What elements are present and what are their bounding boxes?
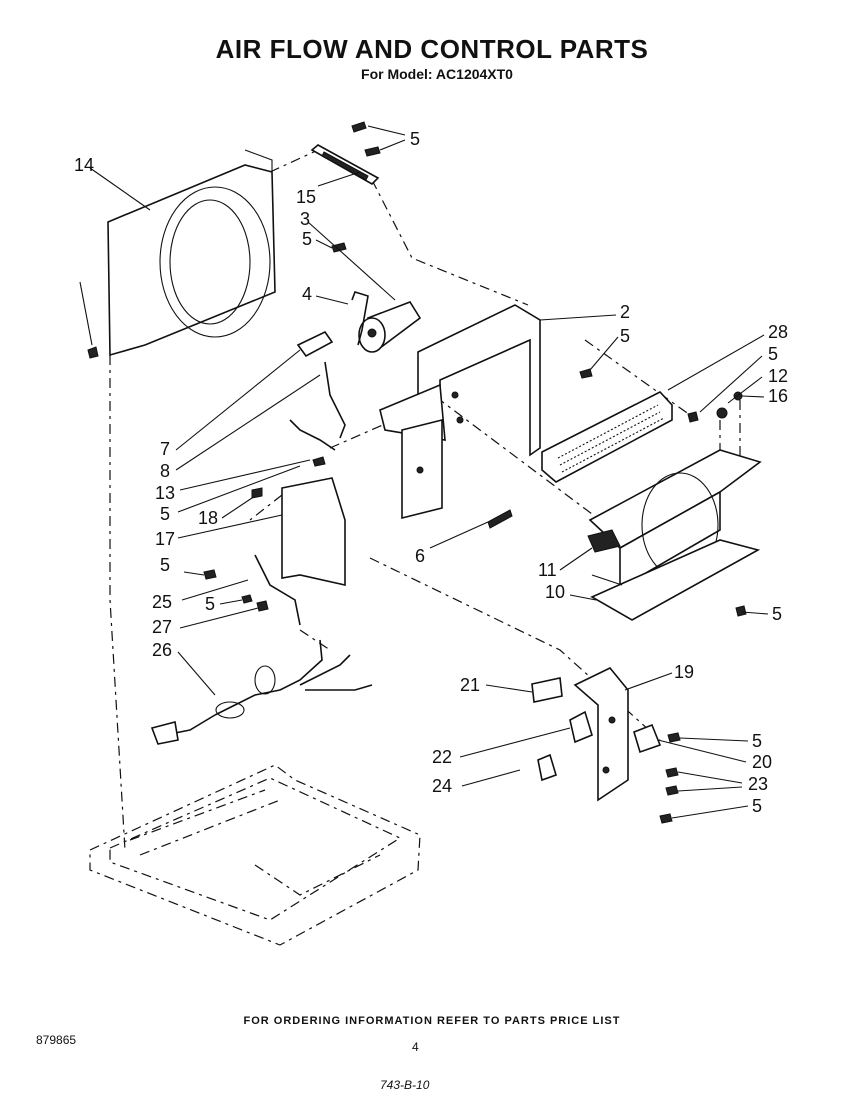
callout-label: 5: [752, 796, 762, 816]
handwritten-note: 743-B-10: [380, 1078, 430, 1092]
small-control-parts: [251, 330, 346, 499]
callout-label: 2: [620, 302, 630, 322]
callout-label: 8: [160, 461, 170, 481]
callout-label: 26: [152, 640, 172, 660]
callout-label: 18: [198, 508, 218, 528]
callout-label: 27: [152, 617, 172, 637]
callout-label: 24: [432, 776, 452, 796]
callout-label: 5: [772, 604, 782, 624]
callout-label: 20: [752, 752, 772, 772]
callout-label: 22: [432, 747, 452, 767]
orifice-part: [587, 449, 762, 621]
model-subtitle: For Model: AC1204XT0: [361, 66, 513, 82]
callout-label: 13: [155, 483, 175, 503]
page-number: 4: [412, 1040, 419, 1054]
callout-label: 5: [752, 731, 762, 751]
callout-label: 5: [302, 229, 312, 249]
capacitor-part: [358, 301, 422, 353]
callout-label: 5: [768, 344, 778, 364]
callout-label: 11: [538, 560, 557, 580]
callout-label: 5: [620, 326, 630, 346]
callout-label: 16: [768, 386, 788, 406]
control-panel-part: [531, 667, 662, 802]
callout-label: 23: [748, 774, 768, 794]
callout-label: 14: [74, 155, 94, 175]
capacitor-strap-part: [351, 291, 369, 346]
callout-label: 5: [160, 555, 170, 575]
callout-label: 3: [300, 209, 310, 229]
control-box-part: [379, 304, 541, 520]
callout-label: 5: [160, 504, 170, 524]
callout-label: 17: [155, 529, 175, 549]
thermostat-element-part: [487, 509, 513, 529]
screw-parts: [87, 121, 747, 824]
callout-label: 19: [674, 662, 694, 682]
callout-numbers: 14 5 15 3 5 4 2 5 28 5 12 16 7 8 13 5 18…: [74, 129, 788, 816]
ordering-note: FOR ORDERING INFORMATION REFER TO PARTS …: [243, 1015, 621, 1027]
callout-label: 5: [410, 129, 420, 149]
switch-bracket-part: [281, 477, 346, 586]
grille-part: [541, 391, 673, 483]
callout-label: 10: [545, 582, 565, 602]
callout-label: 12: [768, 366, 788, 386]
fan-shroud-part: [107, 149, 276, 357]
callout-label: 5: [205, 594, 215, 614]
callout-label: 21: [460, 675, 480, 695]
callout-label: 25: [152, 592, 172, 612]
callout-label: 4: [302, 284, 312, 304]
base-pan-part: [89, 764, 421, 946]
callout-leader-lines: [79, 125, 769, 819]
callout-label: 7: [160, 439, 170, 459]
diagram-title: AIR FLOW AND CONTROL PARTS: [215, 34, 649, 64]
document-number: 879865: [36, 1033, 77, 1047]
callout-label: 28: [768, 322, 788, 342]
callout-label: 15: [296, 187, 316, 207]
wiring-harness-part: [150, 554, 373, 745]
callout-label: 6: [415, 546, 425, 566]
